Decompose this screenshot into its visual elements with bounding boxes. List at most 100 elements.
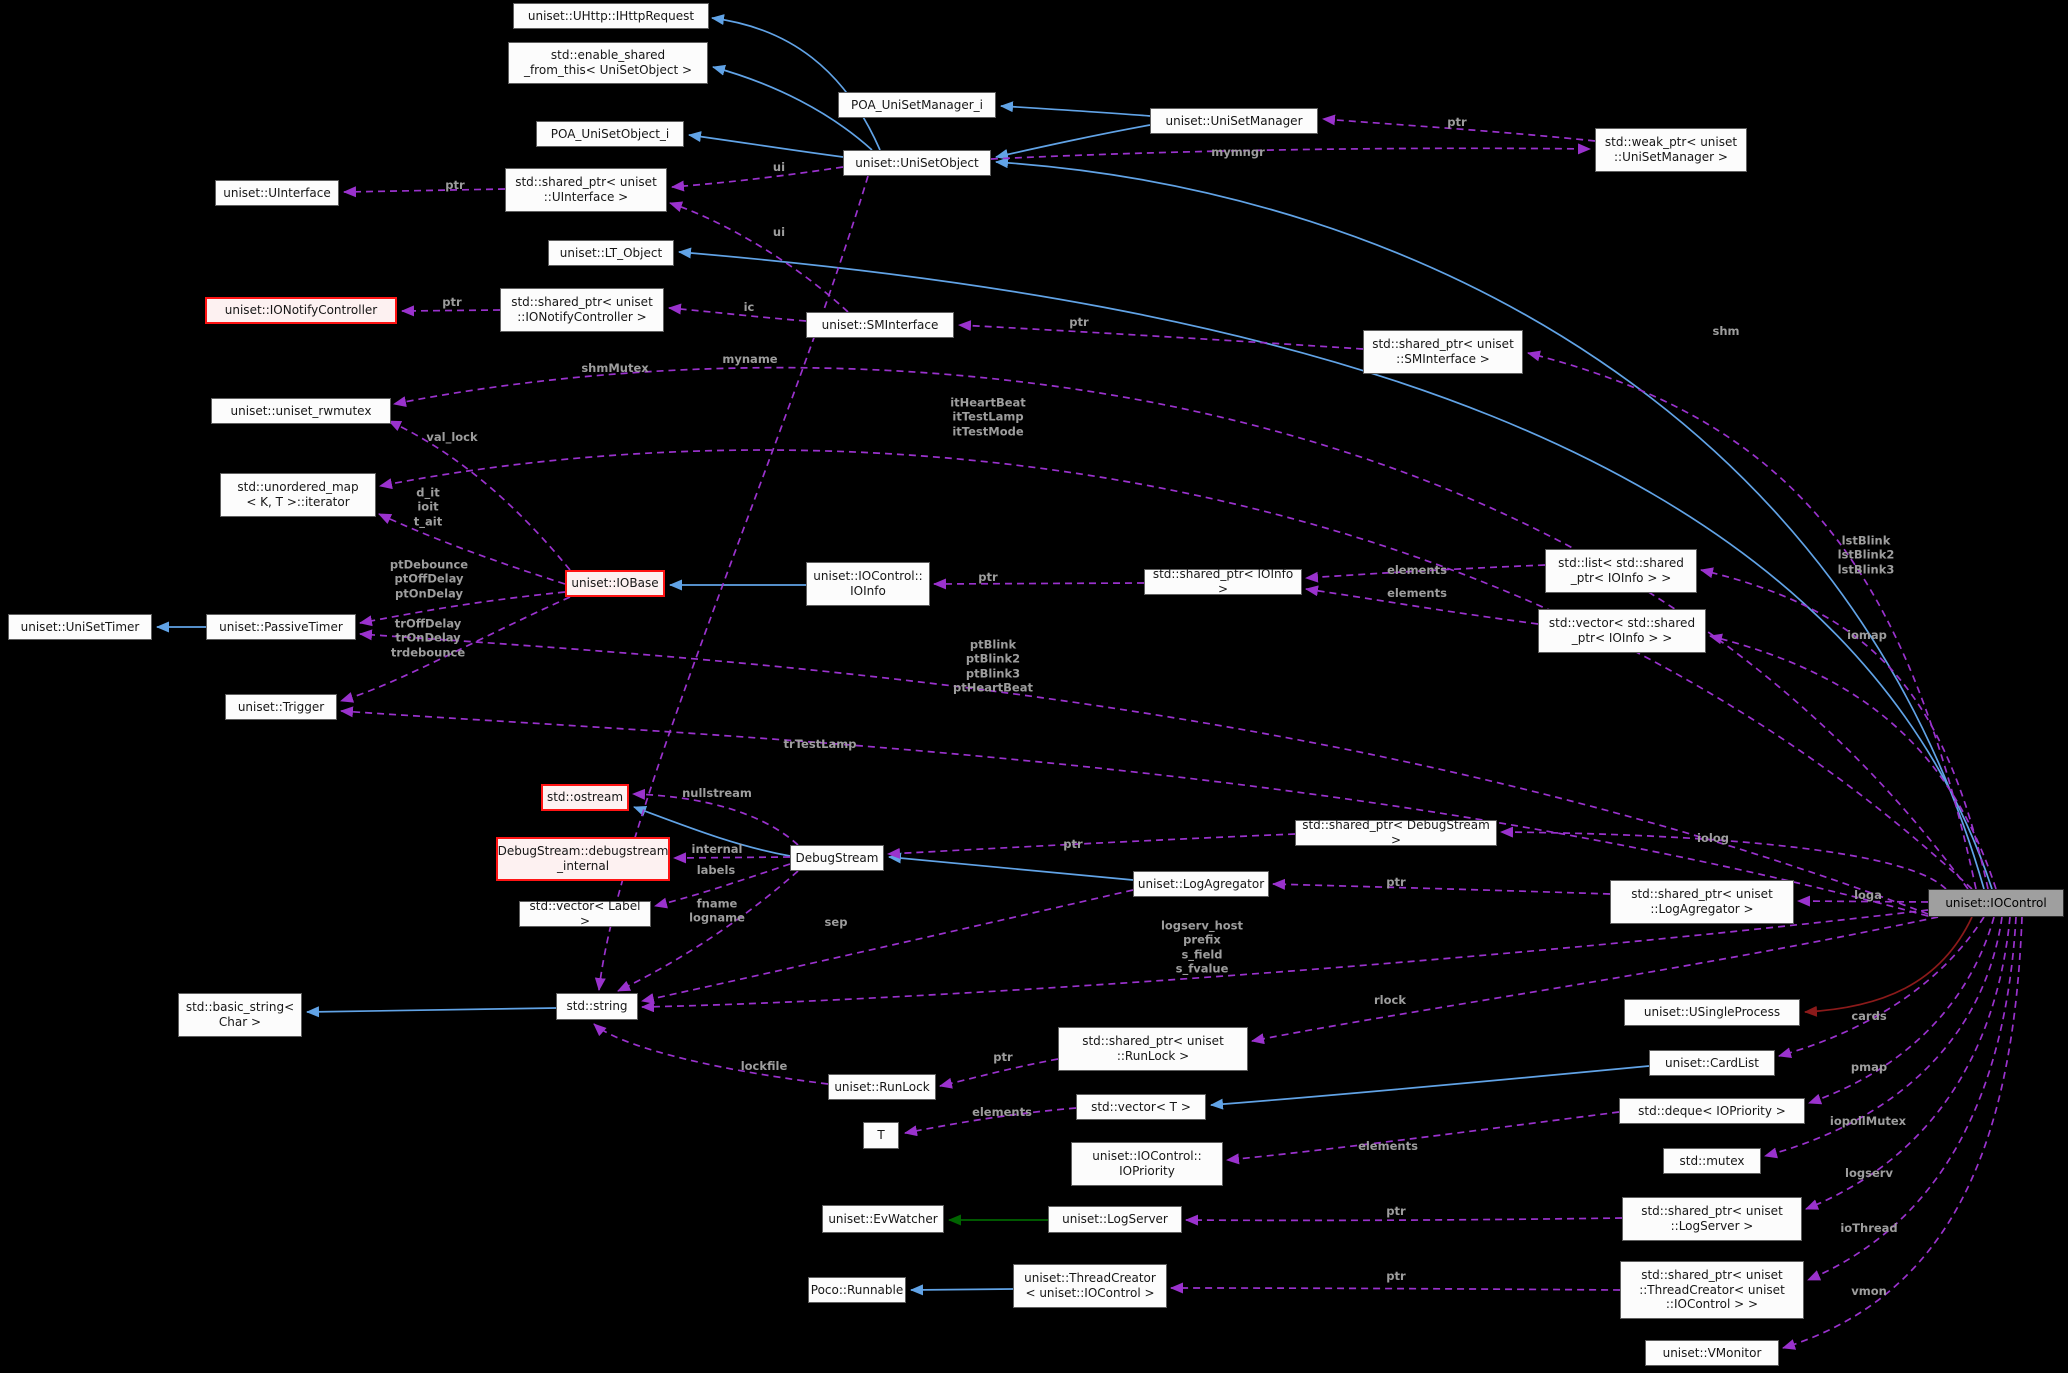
class-node-ioinfo[interactable]: uniset::IOControl:: IOInfo xyxy=(806,562,930,606)
edge-label-elements_l: elements xyxy=(1387,562,1447,577)
edge-unisetmanager-to-unisetobject xyxy=(995,124,1151,160)
class-node-vector_t[interactable]: std::vector< T > xyxy=(1076,1094,1206,1120)
edge-iocontrol-to-cardlist xyxy=(1778,916,1985,1059)
edge-iocontrol-to-sptr_loga xyxy=(1797,895,1929,907)
class-node-ioctl_iopriority[interactable]: uniset::IOControl:: IOPriority xyxy=(1071,1142,1223,1186)
class-node-runlock[interactable]: uniset::RunLock xyxy=(828,1074,936,1100)
class-node-passivetimer[interactable]: uniset::PassiveTimer xyxy=(206,614,356,640)
edge-iocontrol-to-deque_ioprio xyxy=(1808,916,1995,1105)
class-node-mutex[interactable]: std::mutex xyxy=(1663,1148,1761,1174)
class-node-dbg_internal[interactable]: DebugStream::debugstream _internal xyxy=(496,837,670,881)
class-node-lt_object[interactable]: uniset::LT_Object xyxy=(548,240,674,266)
class-node-sptr_dbg[interactable]: std::shared_ptr< DebugStream > xyxy=(1295,818,1497,847)
edge-label-ls4: logserv_host prefix s_field s_fvalue xyxy=(1160,918,1244,976)
class-node-vector_label[interactable]: std::vector< Label > xyxy=(519,899,651,928)
class-node-sptr_logserver[interactable]: std::shared_ptr< uniset ::LogServer > xyxy=(1622,1197,1802,1241)
class-node-debugstream[interactable]: DebugStream xyxy=(790,845,884,871)
class-node-poa_unisetmanager_i[interactable]: POA_UniSetManager_i xyxy=(838,92,996,118)
class-node-unisetmanager[interactable]: uniset::UniSetManager xyxy=(1150,108,1318,134)
class-node-weakptr_mngr[interactable]: std::weak_ptr< uniset ::UniSetManager > xyxy=(1595,128,1747,172)
edge-logagregator-to-debugstream xyxy=(888,852,1134,881)
class-node-iocontrol[interactable]: uniset::IOControl xyxy=(1928,889,2064,917)
class-node-t_node[interactable]: T xyxy=(863,1122,899,1149)
class-node-unisetobject[interactable]: uniset::UniSetObject xyxy=(843,150,991,176)
edge-label-ui_2: ui xyxy=(772,224,786,239)
edge-label-val_lock: val_lock xyxy=(426,429,478,444)
class-node-ostream[interactable]: std::ostream xyxy=(541,784,629,811)
edge-label-fname2: fname logname xyxy=(689,896,745,925)
class-node-vector_ioinfo[interactable]: std::vector< std::shared _ptr< IOInfo > … xyxy=(1538,609,1706,653)
edge-sptr_ic-to-ionotifycontroller xyxy=(401,305,501,317)
class-node-deque_ioprio[interactable]: std::deque< IOPriority > xyxy=(1619,1098,1805,1124)
class-node-logserver[interactable]: uniset::LogServer xyxy=(1048,1206,1182,1233)
edge-label-rlock: rlock xyxy=(1374,992,1406,1007)
class-node-sptr_threadcreator[interactable]: std::shared_ptr< uniset ::ThreadCreator<… xyxy=(1620,1261,1804,1319)
edge-iocontrol-to-sptr_runlock xyxy=(1251,916,1939,1045)
class-node-sptr_ui[interactable]: std::shared_ptr< uniset ::UInterface > xyxy=(505,168,667,212)
class-node-unisettimer[interactable]: uniset::UniSetTimer xyxy=(8,614,152,640)
class-node-uinterface[interactable]: uniset::UInterface xyxy=(215,180,339,206)
edge-label-shm: shm xyxy=(1712,323,1740,338)
class-node-threadcreator[interactable]: uniset::ThreadCreator < uniset::IOContro… xyxy=(1013,1264,1167,1308)
edge-iocontrol-to-sptr_shm xyxy=(1527,350,1977,890)
class-node-rwmutex[interactable]: uniset::uniset_rwmutex xyxy=(211,398,391,424)
edge-vector_ioinfo-to-sptr_ioinfo xyxy=(1305,585,1539,625)
edge-iocontrol-to-vmonitor xyxy=(1782,916,2023,1350)
class-node-umap_iter[interactable]: std::unordered_map < K, T >::iterator xyxy=(220,473,376,517)
edge-unisetobject-to-weakptr_mngr xyxy=(990,143,1591,160)
class-node-cardlist[interactable]: uniset::CardList xyxy=(1649,1050,1775,1076)
edge-sptr_threadcreator-to-threadcreator xyxy=(1170,1282,1621,1294)
class-node-logagregator[interactable]: uniset::LogAgregator xyxy=(1133,871,1269,897)
class-node-sptr_loga[interactable]: std::shared_ptr< uniset ::LogAgregator > xyxy=(1610,880,1794,924)
edge-iocontrol-to-usingleprocess xyxy=(1804,916,1973,1017)
class-node-string[interactable]: std::string xyxy=(556,993,638,1020)
edge-label-ptr_loga: ptr xyxy=(1386,874,1406,889)
edge-sminterface-to-sptr_ic xyxy=(668,303,807,322)
class-node-list_ioinfo[interactable]: std::list< std::shared _ptr< IOInfo > > xyxy=(1545,549,1697,593)
edge-iobase-to-passivetimer xyxy=(359,591,566,627)
edge-runlock-to-string xyxy=(593,1023,829,1085)
edge-label-vmon: vmon xyxy=(1851,1283,1887,1298)
class-node-basic_string[interactable]: std::basic_string< Char > xyxy=(178,993,302,1037)
edge-sminterface-to-sptr_ui xyxy=(669,201,849,313)
class-node-trigger[interactable]: uniset::Trigger xyxy=(225,694,337,720)
class-node-iobase[interactable]: uniset::IOBase xyxy=(565,570,665,597)
edge-label-ptr_logserver: ptr xyxy=(1386,1203,1406,1218)
edge-label-ptr_runlock: ptr xyxy=(993,1049,1013,1064)
class-node-runnable[interactable]: Poco::Runnable xyxy=(808,1277,906,1303)
edge-debugstream-to-ostream xyxy=(633,806,791,857)
class-node-sminterface[interactable]: uniset::SMInterface xyxy=(806,312,954,338)
edge-iocontrol-to-sptr_threadcreator xyxy=(1807,916,2017,1281)
edge-label-iomap: iomap xyxy=(1847,627,1887,642)
edge-weakptr_mngr-to-unisetmanager xyxy=(1322,114,1596,142)
edge-iocontrol-to-sptr_logserver xyxy=(1805,916,2011,1210)
class-node-vmonitor[interactable]: uniset::VMonitor xyxy=(1645,1340,1779,1366)
edge-label-elements_v: elements xyxy=(1387,585,1447,600)
edge-label-ptr_dbg: ptr xyxy=(1063,836,1083,851)
edge-iocontrol-to-mutex xyxy=(1764,916,2003,1159)
edge-iocontrol-to-umap_iter xyxy=(379,449,1973,890)
edge-iocontrol-to-vector_ioinfo xyxy=(1709,633,1997,890)
class-node-sptr_ioinfo[interactable]: std::shared_ptr< IOInfo > xyxy=(1144,567,1302,596)
edge-label-ptr_mngr: ptr xyxy=(1447,114,1467,129)
class-node-ionotifycontroller[interactable]: uniset::IONotifyController xyxy=(205,297,397,324)
edge-unisetmanager-to-poa_unisetmanager_i xyxy=(1000,101,1151,117)
class-node-ihttprequest[interactable]: uniset::UHttp::IHttpRequest xyxy=(513,3,709,29)
class-node-evwatcher[interactable]: uniset::EvWatcher xyxy=(822,1205,944,1233)
class-node-usingleprocess[interactable]: uniset::USingleProcess xyxy=(1624,999,1800,1026)
edge-label-lst3: lstBlink lstBlink2 lstBlink3 xyxy=(1837,533,1895,577)
edge-debugstream-to-dbg_internal xyxy=(673,852,791,864)
class-node-enable_shared[interactable]: std::enable_shared _from_this< UniSetObj… xyxy=(508,42,708,84)
class-node-poa_unisetobject_i[interactable]: POA_UniSetObject_i xyxy=(536,121,684,147)
edge-label-lockfile: lockfile xyxy=(740,1058,788,1073)
edge-label-labels_lbl: labels xyxy=(696,862,736,877)
class-node-sptr_runlock[interactable]: std::shared_ptr< uniset ::RunLock > xyxy=(1058,1027,1248,1071)
class-node-sptr_ic[interactable]: std::shared_ptr< uniset ::IONotifyContro… xyxy=(500,288,664,332)
class-node-sptr_shm[interactable]: std::shared_ptr< uniset ::SMInterface > xyxy=(1363,330,1523,374)
edge-label-shmmutex: shmMutex xyxy=(581,360,649,375)
edge-vector_t-to-t_node xyxy=(904,1107,1077,1137)
edge-label-it3: itHeartBeat itTestLamp itTestMode xyxy=(950,395,1026,439)
edge-deque_ioprio-to-ioctl_iopriority xyxy=(1226,1111,1620,1165)
edge-iocontrol-to-rwmutex xyxy=(393,366,1969,890)
